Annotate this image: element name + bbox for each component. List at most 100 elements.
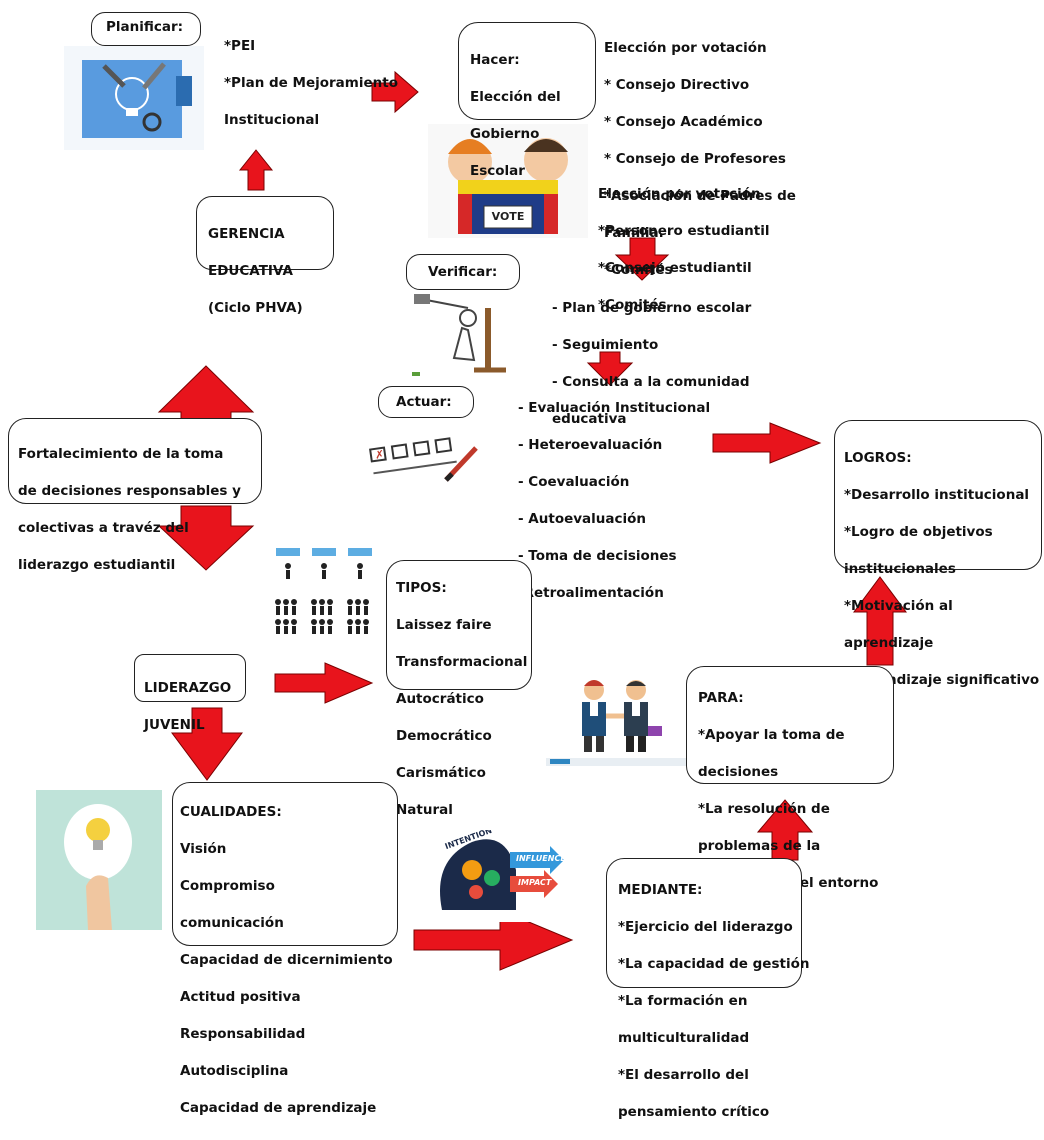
impact-word: IMPACT bbox=[518, 878, 552, 887]
liderazgo-line: LIDERAZGO bbox=[144, 679, 232, 696]
planificar-label: Planificar: bbox=[106, 19, 184, 35]
arrows-layer bbox=[157, 70, 907, 971]
hacer-text: Hacer: Elección del Gobierno Escolar bbox=[470, 32, 561, 199]
logros-line: *Desarrollo institucional bbox=[844, 486, 1030, 503]
tipos-line: Carismático bbox=[396, 764, 486, 781]
cualidades-box bbox=[172, 782, 398, 946]
para-box bbox=[686, 666, 894, 784]
tipos-box bbox=[386, 560, 532, 690]
eleccion-line: *Comités bbox=[598, 296, 667, 313]
liderazgo-box bbox=[134, 654, 246, 702]
cualidades-line: Visión bbox=[180, 840, 227, 857]
eleccion-line: Elección por votación bbox=[604, 39, 767, 56]
cualidades-line: Actitud positiva bbox=[180, 988, 301, 1005]
actuar-item: - Coevaluación bbox=[518, 473, 630, 490]
planificar-items: *PEI *Plan de Mejoramiento Institucional bbox=[224, 18, 398, 148]
mediante-text: MEDIANTE: *Ejercicio del liderazgo *La c… bbox=[618, 862, 809, 1140]
mediante-line: MEDIANTE: bbox=[618, 881, 703, 898]
eleccion-line: * Consejo de Profesores bbox=[604, 150, 786, 167]
verificar-item: educativa bbox=[552, 410, 627, 427]
vote-label: VOTE bbox=[491, 210, 525, 223]
tipos-line: Democrático bbox=[396, 727, 492, 744]
vote-image: VOTE bbox=[428, 124, 588, 238]
leadership-types-image bbox=[272, 544, 380, 636]
mediante-line: *Ejercicio del liderazgo bbox=[618, 918, 793, 935]
mediante-line: multiculturalidad bbox=[618, 1029, 750, 1046]
logros-line: *Logro de objetivos bbox=[844, 523, 993, 540]
fortalecimiento-text: Fortalecimiento de la toma de decisiones… bbox=[18, 426, 241, 593]
hacer-line: Escolar bbox=[470, 162, 525, 179]
cualidades-line: Capacidad de aprendizaje bbox=[180, 1099, 377, 1116]
tipos-line: Natural bbox=[396, 801, 453, 818]
fortalecimiento-box bbox=[8, 418, 262, 504]
logros-line: LOGROS: bbox=[844, 449, 912, 466]
para-line: decisiones bbox=[698, 763, 779, 780]
cualidades-line: Compromiso bbox=[180, 877, 275, 894]
cualidades-line: Autodisciplina bbox=[180, 1062, 289, 1079]
eleccion-line: * Consejo Directivo bbox=[604, 76, 750, 93]
planificar-item: *Plan de Mejoramiento bbox=[224, 74, 398, 91]
tipos-text: TIPOS: Laissez faire Transformacional Au… bbox=[396, 560, 527, 838]
hacer-line: Hacer: bbox=[470, 51, 520, 68]
para-line: problemas de la bbox=[698, 837, 821, 854]
handshake-image bbox=[546, 672, 686, 768]
verify-image bbox=[408, 288, 520, 380]
verificar-item: - Plan de gobierno escolar bbox=[552, 299, 752, 316]
gerencia-line: (Ciclo PHVA) bbox=[208, 299, 303, 316]
eleccion-line: Elección por votación bbox=[598, 185, 761, 202]
gerencia-box bbox=[196, 196, 334, 270]
verificar-item: - Seguimiento bbox=[552, 336, 659, 353]
cualidades-line: CUALIDADES: bbox=[180, 803, 282, 820]
eleccion-line: * Consejo Académico bbox=[604, 113, 763, 130]
eleccion-line: *Asociación de Padres de bbox=[604, 187, 796, 204]
eleccion-line: *Personero estudiantil bbox=[598, 222, 770, 239]
arrow-verificar-down bbox=[586, 351, 634, 386]
arrow-actuar-to-logros bbox=[712, 422, 822, 464]
arrow-plan-to-hacer bbox=[371, 70, 419, 114]
cualidades-text: CUALIDADES: Visión Compromiso comunicaci… bbox=[180, 784, 393, 1136]
eleccion-line: *Consejo estudiantil bbox=[598, 259, 752, 276]
gerencia-line: GERENCIA bbox=[208, 225, 285, 242]
gerencia-text: GERENCIA EDUCATIVA (Ciclo PHVA) bbox=[208, 206, 303, 336]
planificar-item: *PEI bbox=[224, 37, 256, 54]
actuar-box bbox=[378, 386, 474, 418]
actuar-item: - Heteroevaluación bbox=[518, 436, 663, 453]
cualidades-line: comunicación bbox=[180, 914, 284, 931]
actuar-items: - Evaluación Institucional - Heteroevalu… bbox=[518, 380, 710, 621]
eleccion-organos-list: Elección por votación * Consejo Directiv… bbox=[604, 20, 796, 298]
actuar-item: - Evaluación Institucional bbox=[518, 399, 711, 416]
verificar-box bbox=[406, 254, 520, 290]
planning-image bbox=[64, 46, 204, 150]
logros-box bbox=[834, 420, 1042, 570]
arrow-liderazgo-down bbox=[171, 707, 243, 781]
actuar-label: Actuar: bbox=[396, 394, 452, 410]
liderazgo-text: LIDERAZGO JUVENIL bbox=[144, 660, 231, 753]
eleccion-estudiantil-list: Elección por votación *Personero estudia… bbox=[598, 166, 769, 333]
mediante-line: pensamiento crítico bbox=[618, 1103, 770, 1120]
influence-word: INFLUENCE bbox=[516, 854, 566, 863]
logros-line: aprendizaje bbox=[844, 634, 934, 651]
fortalecimiento-line: de decisiones responsables y bbox=[18, 482, 241, 499]
arrow-cualidades-to-mediante bbox=[413, 909, 574, 971]
arrow-hacer-down bbox=[614, 237, 670, 281]
verificar-label: Verificar: bbox=[428, 264, 498, 280]
mediante-line: *La capacidad de gestión bbox=[618, 955, 810, 972]
actuar-item: - Autoevaluación bbox=[518, 510, 647, 527]
actuar-item: - Toma de decisiones bbox=[518, 547, 677, 564]
tipos-line: Laissez faire bbox=[396, 616, 492, 633]
actuar-item: -Retroalimentación bbox=[518, 584, 664, 601]
arrow-para-up bbox=[853, 576, 907, 666]
planificar-item: Institucional bbox=[224, 111, 320, 128]
planificar-box bbox=[91, 12, 201, 46]
mediante-box bbox=[606, 858, 802, 988]
logros-line: institucionales bbox=[844, 560, 956, 577]
fortalecimiento-line: Fortalecimiento de la toma bbox=[18, 445, 224, 462]
verificar-items: - Plan de gobierno escolar - Seguimiento… bbox=[552, 280, 751, 447]
para-line: *Apoyar la toma de bbox=[698, 726, 845, 743]
liderazgo-line: JUVENIL bbox=[144, 716, 205, 733]
checklist-image: ✗ bbox=[366, 428, 484, 490]
para-line: *La resolución de bbox=[698, 800, 830, 817]
mediante-line: *El desarrollo del bbox=[618, 1066, 749, 1083]
mediante-line: *La formación en bbox=[618, 992, 748, 1009]
intention-influence-image: INTENTION INFLUENCE IMPACT bbox=[432, 830, 566, 922]
